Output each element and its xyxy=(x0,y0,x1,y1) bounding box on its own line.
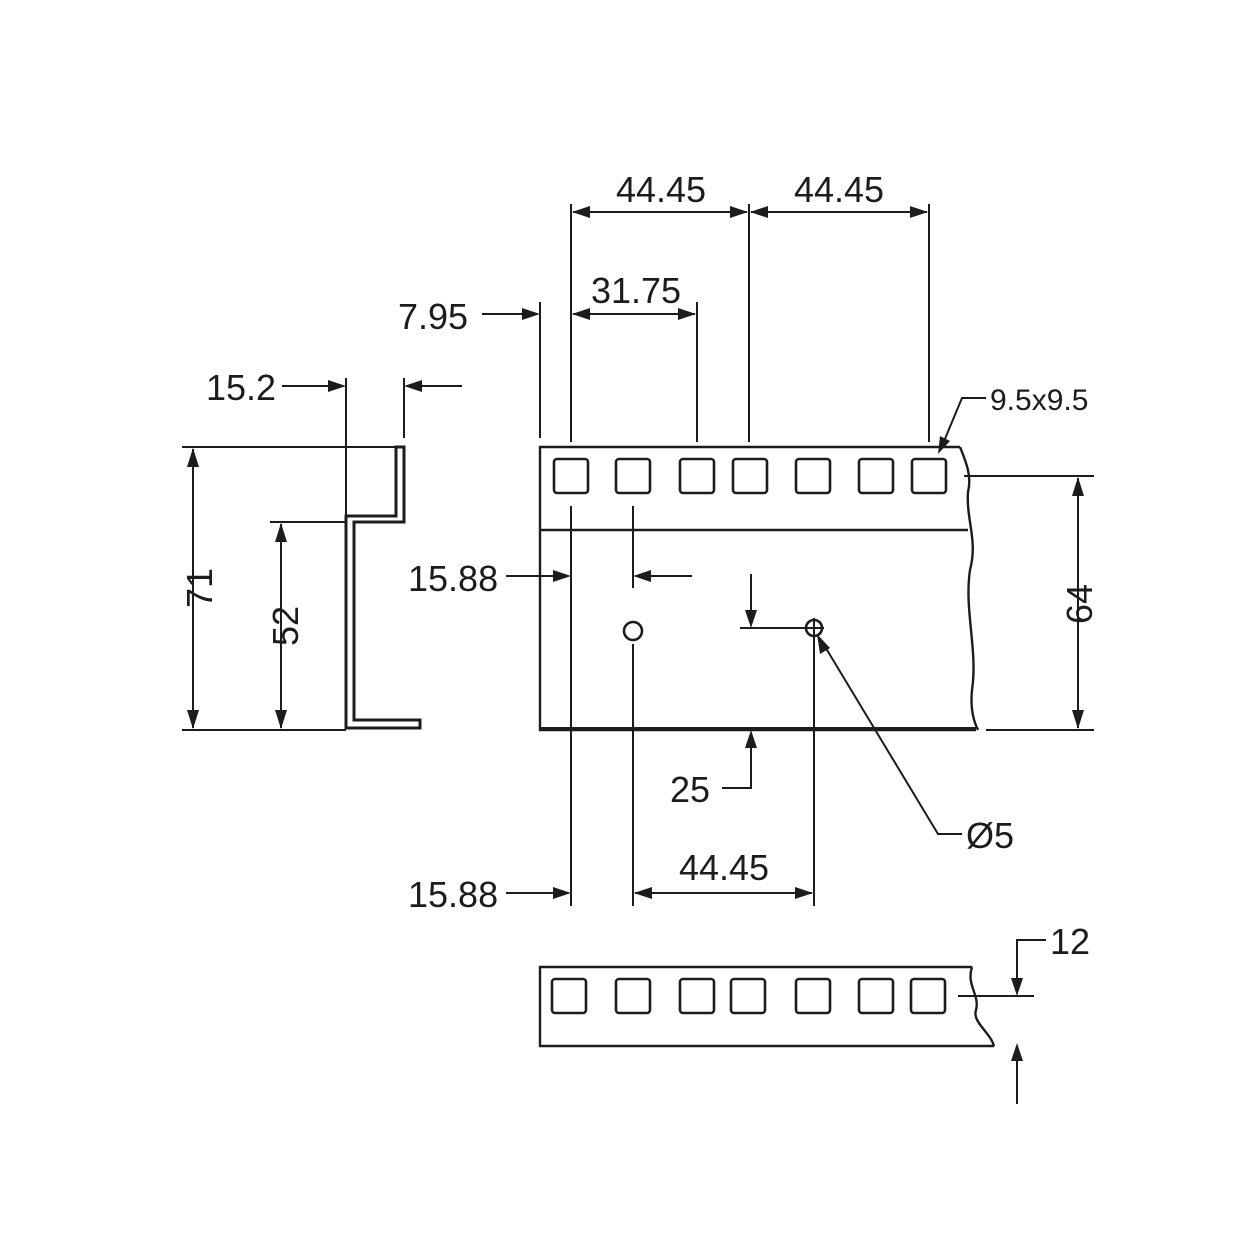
label-square-hole-size: 9.5x9.5 xyxy=(990,384,1088,417)
square-hole xyxy=(910,457,948,495)
label-bottom-edge-offset: 15.88 xyxy=(408,874,498,915)
dim-overall-height: 71 xyxy=(179,446,396,731)
label-hole-height: 25 xyxy=(670,769,710,810)
break-line xyxy=(958,446,980,731)
square-hole xyxy=(550,977,588,1015)
dim-front-height: 64 xyxy=(964,475,1100,731)
strip-square-hole-row xyxy=(550,977,947,1015)
square-hole xyxy=(552,457,590,495)
dim-bottom-edge-offset: 15.88 xyxy=(408,874,571,915)
dim-square-hole-size: 9.5x9.5 xyxy=(938,384,1088,454)
dim-strip-width: 12 xyxy=(958,921,1090,1104)
square-hole xyxy=(678,457,716,495)
strip-view: 12 xyxy=(538,921,1090,1104)
square-hole-row xyxy=(552,457,948,495)
dim-hole-height: 25 xyxy=(670,574,804,810)
square-hole xyxy=(614,977,652,1015)
side-profile-view: 15.2 71 52 xyxy=(179,367,462,731)
dim-bottom-pitch: 44.45 xyxy=(634,847,813,899)
label-top-pitch-left: 44.45 xyxy=(616,169,706,210)
label-bottom-pitch: 44.45 xyxy=(679,847,769,888)
strip-outline xyxy=(538,965,994,1048)
dim-profile-depth: 15.2 xyxy=(206,367,462,516)
label-hole-offset-x: 15.88 xyxy=(408,558,498,599)
label-hole-diameter: Ø5 xyxy=(966,815,1014,856)
square-hole xyxy=(857,457,895,495)
square-hole xyxy=(731,457,769,495)
label-hole-spacing: 31.75 xyxy=(591,270,681,311)
dim-hole-spacing: 31.75 xyxy=(572,270,696,320)
dim-lower-height: 52 xyxy=(265,521,346,729)
label-front-height: 64 xyxy=(1059,584,1100,624)
label-strip-width: 12 xyxy=(1050,921,1090,962)
square-hole xyxy=(794,457,832,495)
square-hole xyxy=(678,977,716,1015)
square-hole xyxy=(614,457,652,495)
label-overall-height: 71 xyxy=(179,568,220,608)
bracket-profile xyxy=(344,445,422,730)
dim-hole-offset-x: 15.88 xyxy=(408,506,692,906)
round-hole xyxy=(622,620,644,642)
dim-edge-offset: 7.95 xyxy=(398,296,540,337)
square-hole xyxy=(794,977,832,1015)
square-hole xyxy=(857,977,895,1015)
label-top-pitch-right: 44.45 xyxy=(794,169,884,210)
square-hole xyxy=(909,977,947,1015)
label-edge-offset: 7.95 xyxy=(398,296,468,337)
front-view: 44.45 44.45 31.75 7.95 9.5x9.5 xyxy=(398,169,1100,915)
label-lower-height: 52 xyxy=(265,606,306,646)
square-hole xyxy=(729,977,767,1015)
strip-break-line xyxy=(969,966,996,1047)
dim-hole-diameter: Ø5 xyxy=(817,634,1014,856)
dim-top-pitch: 44.45 44.45 xyxy=(572,169,928,218)
label-profile-depth: 15.2 xyxy=(206,367,276,408)
